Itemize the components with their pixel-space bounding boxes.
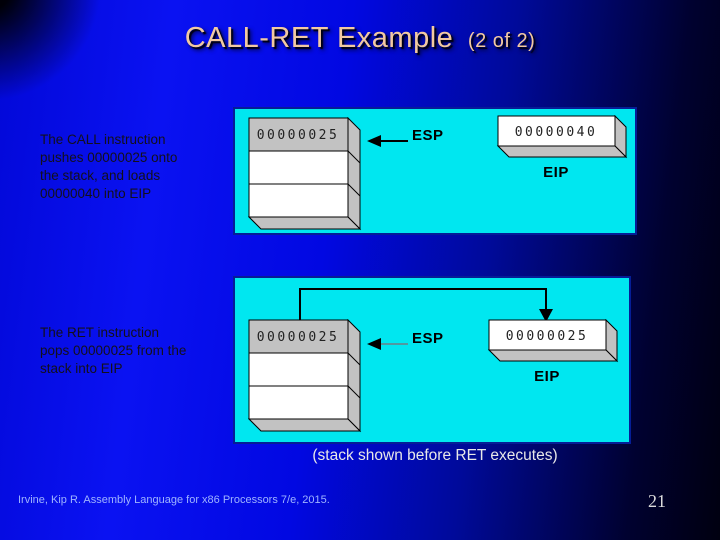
stack-bottom-bevel — [248, 216, 362, 230]
stack-right-bevel — [347, 117, 361, 231]
eip-register-box: 00000040 — [497, 115, 628, 159]
page-number: 21 — [648, 491, 666, 511]
box-bottom-bevel — [497, 145, 628, 158]
stack-cell-top — [248, 117, 349, 152]
connector-arrow-head — [539, 309, 553, 322]
arrow-head — [367, 135, 381, 147]
slide-title: CALL-RET Example (2 of 2) — [0, 22, 720, 55]
stack-diagram: 00000025 — [248, 319, 362, 433]
annotation-ret-line: pops 00000025 from the — [40, 343, 187, 358]
slide-title-suffix: (2 of 2) — [462, 30, 535, 52]
annotation-call-line: the stack, and loads — [40, 168, 161, 183]
box-face — [488, 319, 607, 351]
footer-citation: Irvine, Kip R. Assembly Language for x86… — [18, 494, 330, 506]
esp-label: ESP — [412, 330, 444, 347]
stack-cell-empty — [248, 183, 349, 218]
esp-arrow-icon — [367, 135, 408, 147]
stack-diagram: 00000025 — [248, 117, 362, 231]
stack-bevel-tick — [347, 150, 361, 164]
stack-cell-empty — [248, 352, 349, 387]
box-bottom-bevel — [488, 349, 619, 362]
stack-cell-empty — [248, 150, 349, 185]
stack-bevel-tick — [347, 183, 361, 197]
eip-label: EIP — [543, 164, 569, 181]
annotation-call-line: 00000040 into EIP — [40, 186, 152, 201]
slide-caption: (stack shown before RET executes) — [312, 447, 558, 464]
eip-value: 00000040 — [515, 125, 598, 140]
slide-title-suffix-text: (2 of 2) — [467, 30, 536, 52]
eip-register-box: 00000025 — [488, 319, 619, 363]
diagram-panel-ret: 00000025 ESP 00000025 EIP — [233, 276, 631, 444]
elbow-connector-icon — [299, 288, 553, 324]
stack-bevel-tick — [347, 385, 361, 399]
stack-top-value: 00000025 — [257, 128, 340, 143]
stack-cell-top — [248, 319, 349, 354]
annotation-call: The CALL instruction pushes 00000025 ont… — [40, 131, 177, 203]
arrow-head — [367, 338, 381, 350]
stack-bevel-tick — [347, 352, 361, 366]
slide-title-main: CALL-RET Example — [184, 22, 454, 54]
annotation-call-line: pushes 00000025 onto — [40, 150, 178, 165]
connector-line — [299, 288, 547, 324]
stack-bottom-bevel — [248, 418, 362, 432]
diagram-panel-call: 00000025 ESP 00000040 EIP — [233, 107, 637, 235]
stack-top-value: 00000025 — [257, 330, 340, 345]
esp-label: ESP — [412, 127, 444, 144]
annotation-ret: The RET instruction pops 00000025 from t… — [40, 324, 186, 378]
eip-label: EIP — [534, 368, 560, 385]
annotation-call-line: The CALL instruction — [40, 132, 166, 147]
box-face — [497, 115, 616, 147]
esp-arrow-icon — [367, 338, 408, 350]
eip-value: 00000025 — [506, 329, 589, 344]
annotation-ret-line: stack into EIP — [40, 361, 123, 376]
stack-right-bevel — [347, 319, 361, 433]
annotation-ret-line: The RET instruction — [40, 325, 160, 340]
stack-cell-empty — [248, 385, 349, 420]
